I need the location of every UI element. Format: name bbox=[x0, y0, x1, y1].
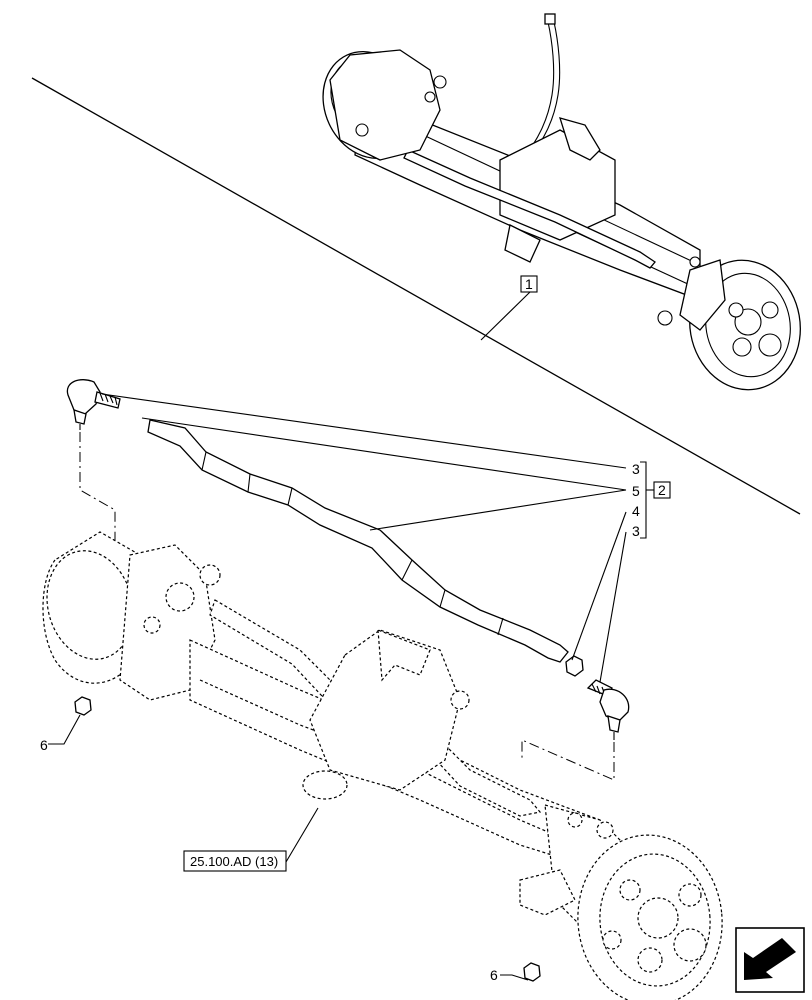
tie-rod-end-left bbox=[66, 379, 121, 430]
tie-rod-tube bbox=[147, 419, 569, 663]
next-page-arrow-icon[interactable] bbox=[735, 927, 805, 993]
assembly-line-right bbox=[521, 739, 615, 781]
callout-box-1 bbox=[520, 275, 538, 293]
leader-6-left bbox=[48, 714, 81, 745]
tie-rod-end-right bbox=[586, 679, 630, 740]
leader-3-top bbox=[101, 393, 627, 469]
leader-4 bbox=[571, 511, 627, 661]
leader-3-bottom bbox=[599, 531, 627, 683]
group-bracket bbox=[640, 461, 647, 539]
ghost-axle-illustration bbox=[42, 531, 723, 1000]
assembly-line-left bbox=[79, 432, 116, 540]
leader-reference bbox=[285, 807, 319, 863]
leader-5b bbox=[369, 489, 627, 531]
leader-6-bottom bbox=[500, 974, 529, 981]
separator-line bbox=[31, 77, 801, 515]
callout-4: 4 bbox=[632, 503, 640, 519]
callout-3-top: 3 bbox=[632, 461, 640, 477]
callout-6-bottom: 6 bbox=[490, 967, 498, 983]
callout-2: 2 bbox=[658, 482, 666, 498]
leader-1 bbox=[480, 291, 531, 341]
callout-3-bottom: 3 bbox=[632, 523, 640, 539]
reference-label: 25.100.AD (13) bbox=[190, 854, 278, 869]
nut-part-4 bbox=[565, 655, 584, 677]
overview-axle-illustration bbox=[322, 13, 801, 391]
reference-box bbox=[183, 850, 287, 872]
nut-6-bottom bbox=[523, 962, 541, 982]
callout-1: 1 bbox=[525, 276, 533, 292]
callout-5: 5 bbox=[632, 483, 640, 499]
leader-5a bbox=[141, 417, 627, 491]
nut-6-left bbox=[74, 696, 92, 716]
callout-6-left: 6 bbox=[40, 737, 48, 753]
callout-box-2 bbox=[653, 481, 671, 499]
